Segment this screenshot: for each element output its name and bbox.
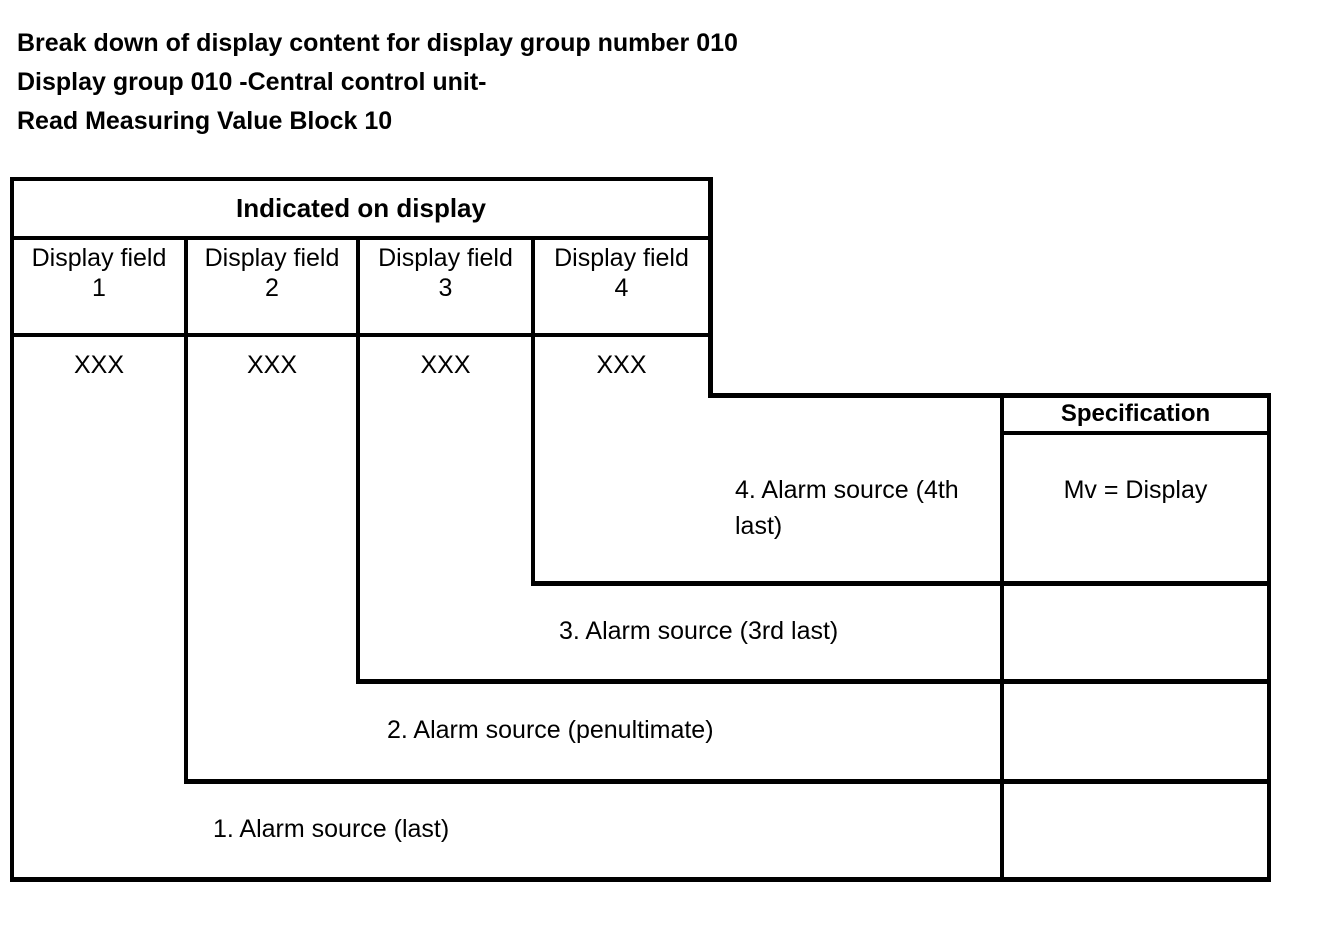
line-diagram-bottom bbox=[10, 877, 1271, 882]
column-header-2-name: Display field bbox=[204, 244, 340, 272]
line-field-row-bottom bbox=[10, 333, 712, 337]
column-header-3-name: Display field bbox=[378, 244, 513, 272]
line-step4-top bbox=[708, 393, 1271, 398]
page-title-block: Break down of display content for displa… bbox=[17, 24, 738, 141]
alarm-row-4-label: 4. Alarm source (4th last) bbox=[735, 476, 959, 540]
spec-cell-row-4: Mv = Display bbox=[1063, 476, 1208, 504]
page-title-line-1: Break down of display content for displa… bbox=[17, 29, 738, 57]
line-spec-right-edge bbox=[1267, 393, 1271, 882]
column-header-1: Display field 1 bbox=[14, 243, 184, 303]
line-table-right-edge bbox=[708, 177, 713, 398]
line-spec-left-edge bbox=[1000, 393, 1004, 882]
specification-header: Specification bbox=[1060, 400, 1211, 427]
line-divider-col2-col3 bbox=[356, 236, 360, 684]
column-header-2-number: 2 bbox=[265, 274, 279, 302]
line-left-edge bbox=[10, 177, 14, 882]
column-header-1-name: Display field bbox=[31, 244, 167, 272]
alarm-row-3-label: 3. Alarm source (3rd last) bbox=[559, 617, 839, 645]
column-header-3: Display field 3 bbox=[360, 243, 531, 303]
page-title-line-3: Read Measuring Value Block 10 bbox=[17, 107, 393, 135]
column-header-1-number: 1 bbox=[92, 274, 106, 302]
line-row2-bottom bbox=[184, 779, 1271, 784]
line-divider-col3-col4 bbox=[531, 236, 535, 586]
field-value-4: XXX bbox=[596, 351, 647, 379]
field-value-1: XXX bbox=[73, 351, 125, 379]
column-header-4-number: 4 bbox=[614, 274, 629, 302]
line-row4-bottom bbox=[531, 581, 1271, 586]
alarm-row-2-label: 2. Alarm source (penultimate) bbox=[387, 716, 714, 744]
field-value-2: XXX bbox=[246, 351, 298, 379]
page-title-line-2: Display group 010 -Central control unit- bbox=[17, 68, 487, 96]
line-table-top bbox=[10, 177, 712, 181]
alarm-row-1-label: 1. Alarm source (last) bbox=[213, 815, 450, 843]
column-header-2: Display field 2 bbox=[188, 243, 356, 303]
column-header-3-number: 3 bbox=[438, 274, 453, 302]
line-spec-header-bottom bbox=[1000, 431, 1271, 435]
field-value-3: XXX bbox=[420, 351, 471, 379]
column-header-4: Display field 4 bbox=[535, 243, 708, 303]
line-row3-bottom bbox=[356, 679, 1271, 684]
column-header-4-name: Display field bbox=[554, 244, 689, 272]
line-divider-col1-col2 bbox=[184, 236, 188, 784]
indicated-on-display-header: Indicated on display bbox=[236, 193, 486, 223]
line-table-header-bottom bbox=[10, 236, 712, 240]
